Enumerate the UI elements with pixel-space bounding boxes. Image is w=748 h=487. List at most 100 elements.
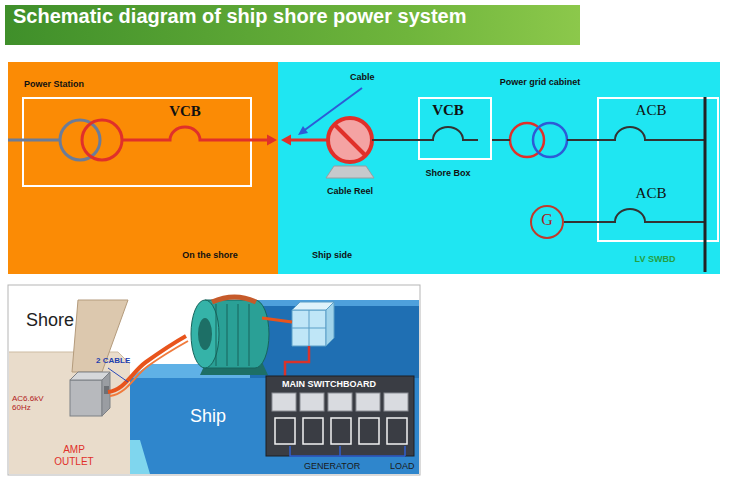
quay [9,352,130,474]
illustration-frame [8,285,420,475]
amp-outlet [70,380,102,416]
breaker-label: VCB [164,103,206,120]
cable-reel: Cable Reel [318,116,382,196]
switchboard-wiring [597,127,705,140]
label-layer: Ship [190,406,226,427]
cable-reel-drum [198,318,212,350]
label-layer: Cable [350,72,375,82]
ship-hull [130,300,419,474]
main-switchboard-room [290,446,405,456]
lv-switchboard: ACBACBLV SWBD [597,97,719,242]
switchboard-wiring [597,97,705,272]
station-wiring [122,127,252,140]
cable-reel-drum [216,304,249,366]
connector [564,222,597,223]
main-switchboard-room [303,418,323,444]
transformer: Power grid cabinet [475,77,605,87]
main-switchboard-room [272,393,296,411]
label-layer: Shore [26,310,74,331]
power-station-box: VCB [164,103,206,120]
shore-box: Shore Box [398,168,498,178]
amp-outlet [102,372,110,416]
label-layer: 2 CABLE [96,356,130,365]
busbar [704,97,707,272]
cable-reel-symbol [335,125,365,155]
transformer-symbol [533,123,567,157]
label-layer: AC6.6kV 60Hz [12,394,58,412]
region-label: Shore [26,310,74,331]
ship-cable [262,318,292,322]
shore-band: Power StationVCB On the shore [8,62,278,274]
transformer-symbol [510,123,567,157]
cable-reel-symbol [328,118,372,162]
cable-reel-drum [216,304,217,366]
label-layer: LOAD [390,461,415,471]
ship-hull [250,300,419,378]
main-switchboard-room [272,393,408,444]
connector [287,139,328,142]
cable-reel-drum [191,297,269,375]
station-wiring [8,139,60,142]
outlet-label: AMP OUTLET [44,444,104,467]
ship-connection-box [292,310,326,346]
transformer-symbol [82,120,122,160]
ship-band: Cable ReelVCBShore BoxPower grid cabinet… [278,62,720,274]
shore-cable [110,341,188,396]
cable-reel-drum [227,304,228,366]
switchboard-wiring [597,209,705,222]
cabinet-label: Power grid cabinet [475,77,605,87]
shore-box-breaker [418,127,478,140]
connector [252,135,328,146]
main-switchboard-room [387,418,407,444]
transformer-symbol [24,99,254,189]
voltage-label: AC6.6kV 60Hz [12,394,58,412]
ship-band: Ship side [312,250,352,260]
shore-box: VCBShore Box [418,97,492,160]
connector [372,139,418,141]
shore-box: VCB [418,102,478,119]
main-switchboard-room [300,393,324,411]
shore-cable [108,336,188,396]
main-switchboard-room [359,418,379,444]
connectors [252,135,597,223]
label-layer: GENERATOR [304,461,360,471]
region-label: Ship [190,406,226,427]
transformer-symbol [60,120,100,160]
region-label: On the shore [150,250,270,260]
connector [372,140,418,141]
breaker-label: VCB [418,102,478,119]
reel-label: Cable Reel [318,186,382,196]
power-station-box: Power StationVCB [22,97,252,187]
arrow-head [281,135,291,146]
shore-box-breaker [418,127,478,140]
leader-line [108,368,128,382]
main-switchboard-room [384,393,408,411]
cable-count-label: 2 CABLE [96,356,130,365]
breaker-label: ACB [597,102,705,119]
cable-reel-drum [212,297,256,302]
main-switchboard-room [266,376,414,456]
cable-reel-drum [191,300,219,368]
cable-reel: Cable Reel [318,186,382,196]
main-switchboard-room [266,376,414,456]
title-banner: Schematic diagram of ship shore power sy… [5,5,580,45]
cable-reel-drum [249,304,250,366]
transformer: Power grid cabinet [505,72,575,162]
label-layer: MAIN SWITCHBOARD [282,379,376,389]
box-label: Shore Box [398,168,498,178]
lv-switchboard: LV SWBD [615,254,695,264]
generator-circle: G [530,205,564,239]
connector [492,140,510,141]
switchboard-label: LV SWBD [615,254,695,264]
main-switchboard-room [328,393,352,411]
cable-leader [298,126,308,135]
main-switchboard-room [275,418,295,444]
ship-connection-box [292,328,326,329]
generator-label: G [530,205,564,235]
connector [567,139,597,141]
title: Schematic diagram of ship shore power sy… [5,5,580,28]
connector [492,139,510,141]
quay [9,352,130,474]
ship-connection-box [292,302,334,346]
cable-leader [302,88,362,132]
